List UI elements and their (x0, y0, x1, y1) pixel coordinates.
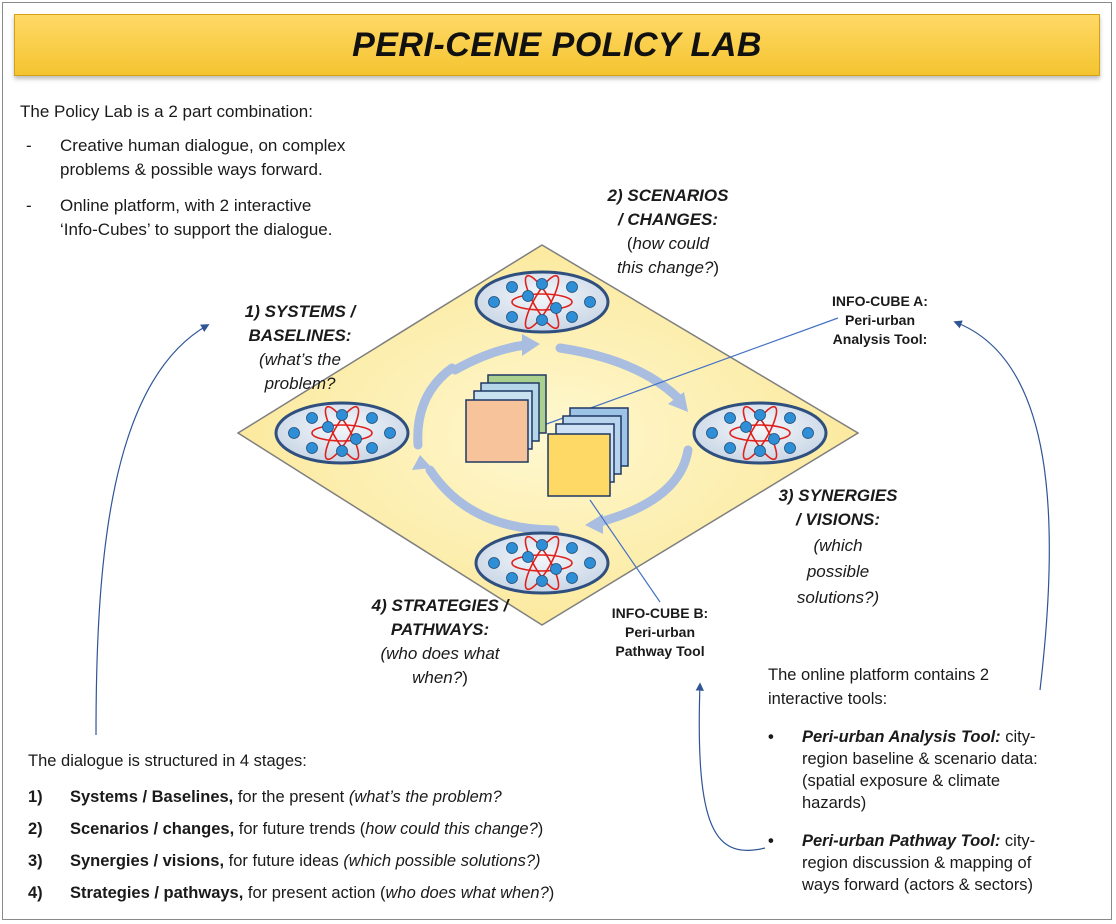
platform-tool-2-text: Peri-urban Pathway Tool: city- region di… (802, 830, 1102, 896)
stage2-title-1: 2) SCENARIOS (607, 186, 729, 205)
stage1-question-2: problem? (264, 374, 336, 393)
stage-plain-2: for future trends ( (234, 820, 366, 838)
stage-num-3: 3) (28, 852, 43, 870)
stage2-question-text-2: this change? (616, 258, 714, 277)
stage2-question-1: (how could (568, 232, 768, 255)
stage-item-4: 4) Strategies / pathways, for present act… (28, 882, 554, 904)
stage4-question-text-2: when? (412, 668, 463, 687)
platform-heading-2: interactive tools: (768, 690, 888, 708)
stage2-title-2: / CHANGES: (617, 210, 719, 229)
tool-2-line2: region discussion & mapping of (802, 854, 1032, 872)
stage-tail-4: ) (548, 884, 555, 902)
tool-1-line3: (spatial exposure & climate (802, 772, 1001, 790)
cube-b-label-3: Pathway Tool (615, 643, 705, 659)
arrow-to-cube-b (695, 682, 766, 851)
cube-b-label-1: INFO-CUBE B: (611, 605, 709, 621)
stage3-title-1: 3) SYNERGIES (778, 486, 898, 505)
stage-plain-3: for future ideas (224, 852, 344, 870)
stage-num-2: 2) (28, 820, 43, 838)
tool-1-line4: hazards) (802, 794, 867, 812)
tool-1-line1: city- (1000, 728, 1036, 746)
stage1-title-1: 1) SYSTEMS / (244, 302, 356, 321)
stage-italic-4: who does what when? (385, 884, 549, 902)
stage4-paren-close: ) (462, 668, 468, 687)
cycle-arrows (413, 340, 693, 535)
stage2-paren-close: ) (713, 258, 720, 277)
node-oval-bottom (474, 531, 610, 595)
page-title: PERI-CENE POLICY LAB (352, 25, 762, 64)
stage1-title-2: BASELINES: (248, 326, 352, 345)
stage3-title-2: / VISIONS: (795, 510, 881, 529)
stages-heading: The dialogue is structured in 4 stages: (28, 752, 307, 770)
tool-2-line1: city- (1000, 832, 1036, 850)
cube-a-label-3: Analysis Tool: (832, 331, 928, 347)
stage3-question-1: (which (813, 536, 863, 555)
stage-item-1: 1) Systems / Baselines, for the present (… (28, 786, 502, 808)
cube-a-label-1: INFO-CUBE A: (832, 293, 928, 309)
stage-italic-3: (which possible solutions?) (343, 852, 541, 870)
platform-tool-1-text: Peri-urban Analysis Tool: city- region b… (802, 726, 1102, 814)
tool-1-name: Peri-urban Analysis Tool: (802, 728, 1001, 746)
stage3-question-3: solutions?) (796, 588, 880, 607)
tool-2-name: Peri-urban Pathway Tool: (802, 832, 1001, 850)
node-oval-top (474, 270, 610, 334)
cube-b-label-2: Peri-urban (624, 624, 695, 640)
stage4-title-1: 4) STRATEGIES / (371, 596, 509, 615)
node-oval-right (692, 401, 828, 465)
intro-point-1-line1: Creative human dialogue, on complex (60, 136, 346, 155)
title-banner: PERI-CENE POLICY LAB (14, 14, 1100, 76)
stage-item-3: 3)Synergies / visions, for future ideas … (28, 850, 541, 872)
stage-bold-4: Strategies / pathways, (70, 884, 244, 902)
cube-a-label: INFO-CUBE A: Peri-urban Analysis Tool: (800, 292, 960, 349)
intro-heading: The Policy Lab is a 2 part combination: (20, 102, 313, 121)
intro-dash-1: - (26, 136, 32, 155)
connector-cube-b (589, 499, 661, 603)
info-cube-b (547, 407, 629, 497)
stage4-question-1: (who does what (380, 644, 500, 663)
stage-plain-4: for present action ( (243, 884, 386, 902)
stage4-question-2: when?) (330, 666, 550, 689)
cube-a-label-2: Peri-urban (844, 312, 915, 328)
stage2-question-text-1: how could (632, 234, 710, 253)
stage-num-1: 1) (28, 788, 43, 806)
cycle-arrowheads (412, 334, 688, 534)
stage-num-4: 4) (28, 884, 43, 902)
bullet-1: • (768, 728, 774, 746)
platform-heading-1: The online platform contains 2 (768, 666, 990, 684)
bullet-2: • (768, 832, 774, 850)
intro-point-2-line2: ‘Info-Cubes’ to support the dialogue. (60, 220, 333, 239)
stage-bold-3: Synergies / visions, (70, 852, 225, 870)
cube-b-label: INFO-CUBE B: Peri-urban Pathway Tool (580, 604, 740, 661)
stage-tail-2: ) (537, 820, 544, 838)
intro-point-1-line2: problems & possible ways forward. (60, 160, 323, 179)
node-oval-left (274, 401, 410, 465)
stage-italic-2: how could this change? (365, 820, 538, 838)
stage2-question-2: this change?) (568, 256, 768, 279)
tool-1-line2: region baseline & scenario data: (802, 750, 1038, 768)
stage3-question-2: possible (806, 562, 870, 581)
stage-plain-1: for the present (233, 788, 349, 806)
stage-item-2: 2) Scenarios / changes, for future trends… (28, 818, 543, 840)
arrow-to-stage1 (95, 324, 210, 736)
stage-bold-1: Systems / Baselines, (70, 788, 234, 806)
stage-bold-2: Scenarios / changes, (70, 820, 235, 838)
stage1-question-1: (what’s the (259, 350, 341, 369)
intro-point-2-line1: Online platform, with 2 interactive (60, 196, 312, 215)
info-cube-a (465, 374, 547, 463)
stage4-title-2: PATHWAYS: (390, 620, 490, 639)
stage2-paren-open: ( (626, 234, 633, 253)
tool-2-line3: ways forward (actors & sectors) (802, 876, 1034, 894)
arrow-to-cube-a (953, 320, 1050, 691)
stage-italic-1: (what’s the problem? (348, 788, 502, 806)
intro-dash-2: - (26, 196, 32, 215)
